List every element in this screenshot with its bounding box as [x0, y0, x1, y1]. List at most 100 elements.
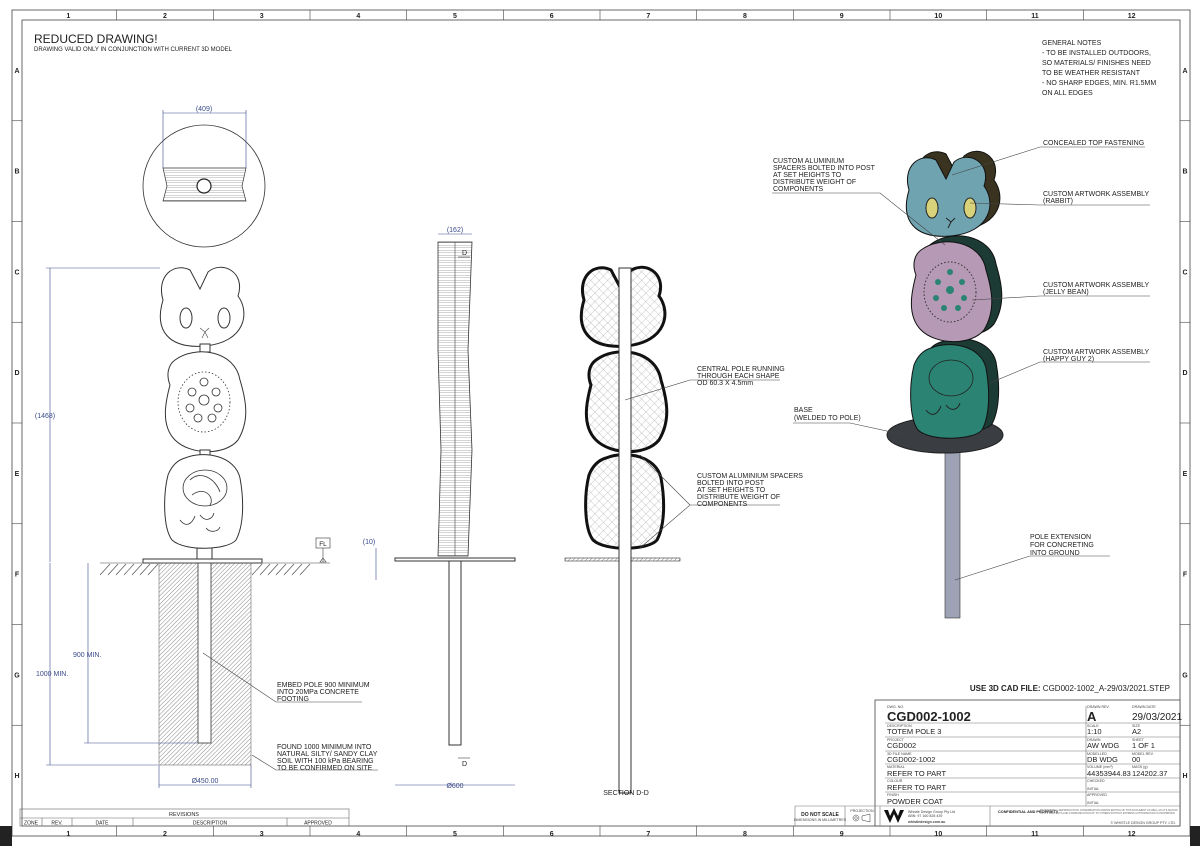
svg-text:SIZE: SIZE: [1132, 724, 1141, 728]
row-label: E: [15, 471, 20, 478]
third-angle-projection-icon: [852, 813, 871, 823]
svg-text:(HAPPY GUY 2): (HAPPY GUY 2): [1043, 356, 1094, 363]
svg-text:3D FILE NAME: 3D FILE NAME: [887, 752, 912, 756]
do-not-scale: DO NOT SCALE: [801, 812, 839, 818]
svg-text:44353944.83: 44353944.83: [1087, 769, 1131, 778]
svg-text:MATERIAL: MATERIAL: [887, 765, 905, 769]
svg-text:CGD002-1002: CGD002-1002: [887, 755, 935, 764]
svg-text:AW WDG: AW WDG: [1087, 741, 1119, 750]
svg-text:DESCRIPTION: DESCRIPTION: [887, 724, 912, 728]
front-elevation: (1468) 1000 MIN. 900 MIN. Ø450.00 FL (10…: [35, 266, 378, 788]
column-label: 6: [550, 831, 554, 838]
svg-text:DRAWN REV.: DRAWN REV.: [1087, 705, 1110, 709]
svg-text:COLOUR: COLOUR: [887, 779, 903, 783]
svg-text:INITIAL: INITIAL: [1087, 787, 1099, 791]
column-label: 12: [1128, 831, 1136, 838]
svg-text:CONCEALED TOP FASTENING: CONCEALED TOP FASTENING: [1043, 140, 1144, 147]
svg-text:ABN: 97 160 828 439: ABN: 97 160 828 439: [908, 814, 942, 818]
row-label: E: [1183, 471, 1188, 478]
svg-text:AT SET HEIGHTS TO: AT SET HEIGHTS TO: [773, 172, 842, 179]
svg-text:MASS (g): MASS (g): [1132, 765, 1148, 769]
column-label: 7: [646, 831, 650, 838]
column-label: 9: [840, 13, 844, 20]
svg-text:Whistle Design Group Pty Ltd: Whistle Design Group Pty Ltd: [908, 810, 955, 814]
svg-text:REFER TO PART: REFER TO PART: [887, 769, 946, 778]
svg-text:DRAWN: DRAWN: [1087, 738, 1101, 742]
column-label: 11: [1031, 13, 1039, 20]
svg-text:SO MATERIALS/ FINISHES NEED: SO MATERIALS/ FINISHES NEED: [1042, 60, 1151, 67]
drawing-warning-title: REDUCED DRAWING!: [34, 32, 158, 46]
floor-level-marker: FL: [319, 541, 327, 548]
svg-text:OD 60.3 X 4.5mm: OD 60.3 X 4.5mm: [697, 380, 753, 387]
column-label: 1: [66, 13, 70, 20]
column-label: 5: [453, 13, 457, 20]
svg-text:(RABBIT): (RABBIT): [1043, 198, 1073, 205]
section-title: SECTION D-D: [603, 790, 649, 797]
svg-text:SHEET: SHEET: [1132, 738, 1145, 742]
svg-text:INTO GROUND: INTO GROUND: [1030, 550, 1080, 557]
svg-text:SOIL WITH 100 kPa BEARING: SOIL WITH 100 kPa BEARING: [277, 758, 374, 765]
confidential-notice: TRANSMITTAL, REPRODUCTION, DISSEMINATION…: [1040, 809, 1178, 815]
column-label: 4: [356, 831, 360, 838]
svg-text:PROJECTION: PROJECTION: [850, 809, 874, 813]
svg-text:FINISH: FINISH: [887, 793, 899, 797]
row-label: C: [14, 269, 19, 276]
svg-text:CUSTOM ALUMINIUM SPACERS: CUSTOM ALUMINIUM SPACERS: [697, 473, 803, 480]
title-block: USE 3D CAD FILE: CGD002-1002_A-29/03/202…: [794, 684, 1182, 827]
column-label: 7: [646, 13, 650, 20]
svg-text:FOOTING: FOOTING: [277, 696, 309, 703]
row-label: G: [14, 672, 20, 679]
svg-text:ZONE: ZONE: [24, 821, 39, 827]
column-label: 8: [743, 831, 747, 838]
svg-text:FOR CONCRETING: FOR CONCRETING: [1030, 542, 1094, 549]
svg-text:CUSTOM ARTWORK ASSEMBLY: CUSTOM ARTWORK ASSEMBLY: [1043, 282, 1150, 289]
row-label: B: [14, 169, 19, 176]
drawing-warning-subtitle: DRAWING VALID ONLY IN CONJUNCTION WITH C…: [34, 47, 233, 53]
row-label: H: [14, 773, 19, 780]
dim-base-diameter: Ø600: [446, 783, 463, 790]
svg-text:DESCRIPTION: DESCRIPTION: [193, 821, 228, 827]
column-label: 2: [163, 831, 167, 838]
section-marker-bottom: D: [462, 761, 467, 768]
row-label: D: [14, 370, 19, 377]
dim-footing-diameter: Ø450.00: [192, 778, 219, 785]
column-label: 9: [840, 831, 844, 838]
row-label: H: [1182, 773, 1187, 780]
row-label: G: [1182, 672, 1188, 679]
svg-text:© WHISTLE DESIGN GROUP PTY. LT: © WHISTLE DESIGN GROUP PTY. LTD.: [1110, 821, 1176, 825]
svg-text:SPACERS BOLTED INTO POST: SPACERS BOLTED INTO POST: [773, 165, 876, 172]
column-label: 8: [743, 13, 747, 20]
dim-height: (1468): [35, 413, 55, 420]
svg-text:VOLUME (mm³): VOLUME (mm³): [1087, 765, 1113, 769]
svg-text:TOTEM POLE 3: TOTEM POLE 3: [887, 727, 941, 736]
revisions-table: REVISIONS ZONE REV. DATE DESCRIPTION APP…: [19, 808, 350, 827]
svg-text:SCALE: SCALE: [1087, 724, 1099, 728]
svg-text:POWDER COAT: POWDER COAT: [887, 797, 944, 806]
svg-text:CGD002: CGD002: [887, 741, 916, 750]
svg-text:DISTRIBUTE WEIGHT OF: DISTRIBUTE WEIGHT OF: [697, 494, 780, 501]
svg-text:INITIAL: INITIAL: [1087, 801, 1099, 805]
dim-embed-depth: 900 MIN.: [73, 652, 101, 659]
column-label: 12: [1128, 13, 1136, 20]
svg-text:PROJECT: PROJECT: [887, 738, 905, 742]
svg-text:REVISIONS: REVISIONS: [169, 812, 199, 818]
dim-footing-depth: 1000 MIN.: [36, 671, 68, 678]
svg-text:APPROVED: APPROVED: [1087, 793, 1107, 797]
svg-text:CUSTOM ALUMINIUM: CUSTOM ALUMINIUM: [773, 158, 844, 165]
svg-text:DWG. NO.: DWG. NO.: [887, 705, 904, 709]
svg-text:REV.: REV.: [51, 821, 62, 827]
svg-text:APPROVED: APPROVED: [304, 821, 332, 827]
svg-text:CUSTOM ARTWORK ASSEMBLY: CUSTOM ARTWORK ASSEMBLY: [1043, 191, 1150, 198]
svg-text:DATE: DATE: [96, 821, 110, 827]
row-label: F: [1183, 572, 1188, 579]
svg-text:MODEL REV.: MODEL REV.: [1132, 752, 1154, 756]
drawing-date: 29/03/2021: [1132, 712, 1182, 723]
svg-text:CENTRAL POLE RUNNING: CENTRAL POLE RUNNING: [697, 366, 785, 373]
column-label: 6: [550, 13, 554, 20]
svg-text:00: 00: [1132, 755, 1140, 764]
top-view-detail: (409): [142, 106, 266, 248]
svg-text:whistledesign.com.au: whistledesign.com.au: [907, 820, 945, 824]
svg-text:1:10: 1:10: [1087, 727, 1102, 736]
column-label: 10: [934, 831, 942, 838]
